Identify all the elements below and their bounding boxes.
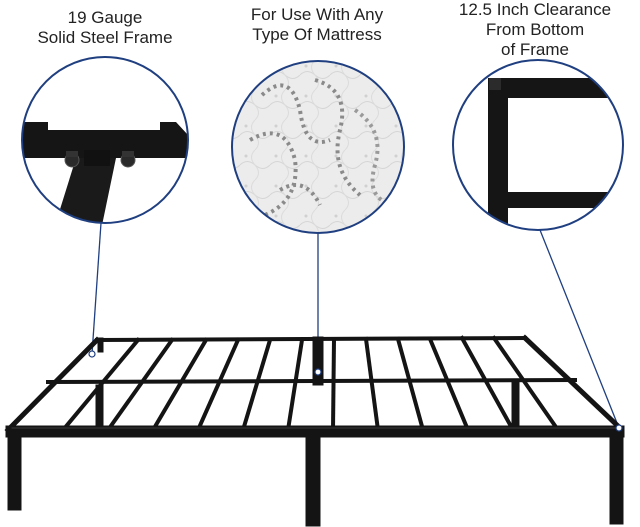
callout-frame-line-1: 19 Gauge: [67, 8, 143, 27]
callout-clearance-line-2: From Bottom: [485, 20, 585, 39]
callout-frame-line-2: Solid Steel Frame: [37, 28, 173, 47]
bracket-detail-image: [21, 56, 189, 224]
callout-label-mattress: For Use With Any Type Of Mattress: [222, 5, 412, 45]
pointer-endpoints: [88, 350, 623, 432]
callout-clearance-line-1: 12.5 Inch Clearance: [458, 0, 612, 19]
callout-mattress-line-2: Type Of Mattress: [252, 25, 382, 44]
bed-frame-image: [4, 334, 625, 527]
callout-label-clearance: 12.5 Inch Clearance From Bottom of Frame: [440, 0, 630, 60]
callout-mattress-line-1: For Use With Any: [250, 5, 384, 24]
callout-label-frame: 19 Gauge Solid Steel Frame: [20, 8, 190, 48]
clearance-detail-image: [452, 59, 624, 231]
stitch-swirls: [249, 78, 396, 217]
callout-clearance-line-3: of Frame: [500, 40, 570, 59]
mattress-texture-image: [231, 60, 405, 234]
